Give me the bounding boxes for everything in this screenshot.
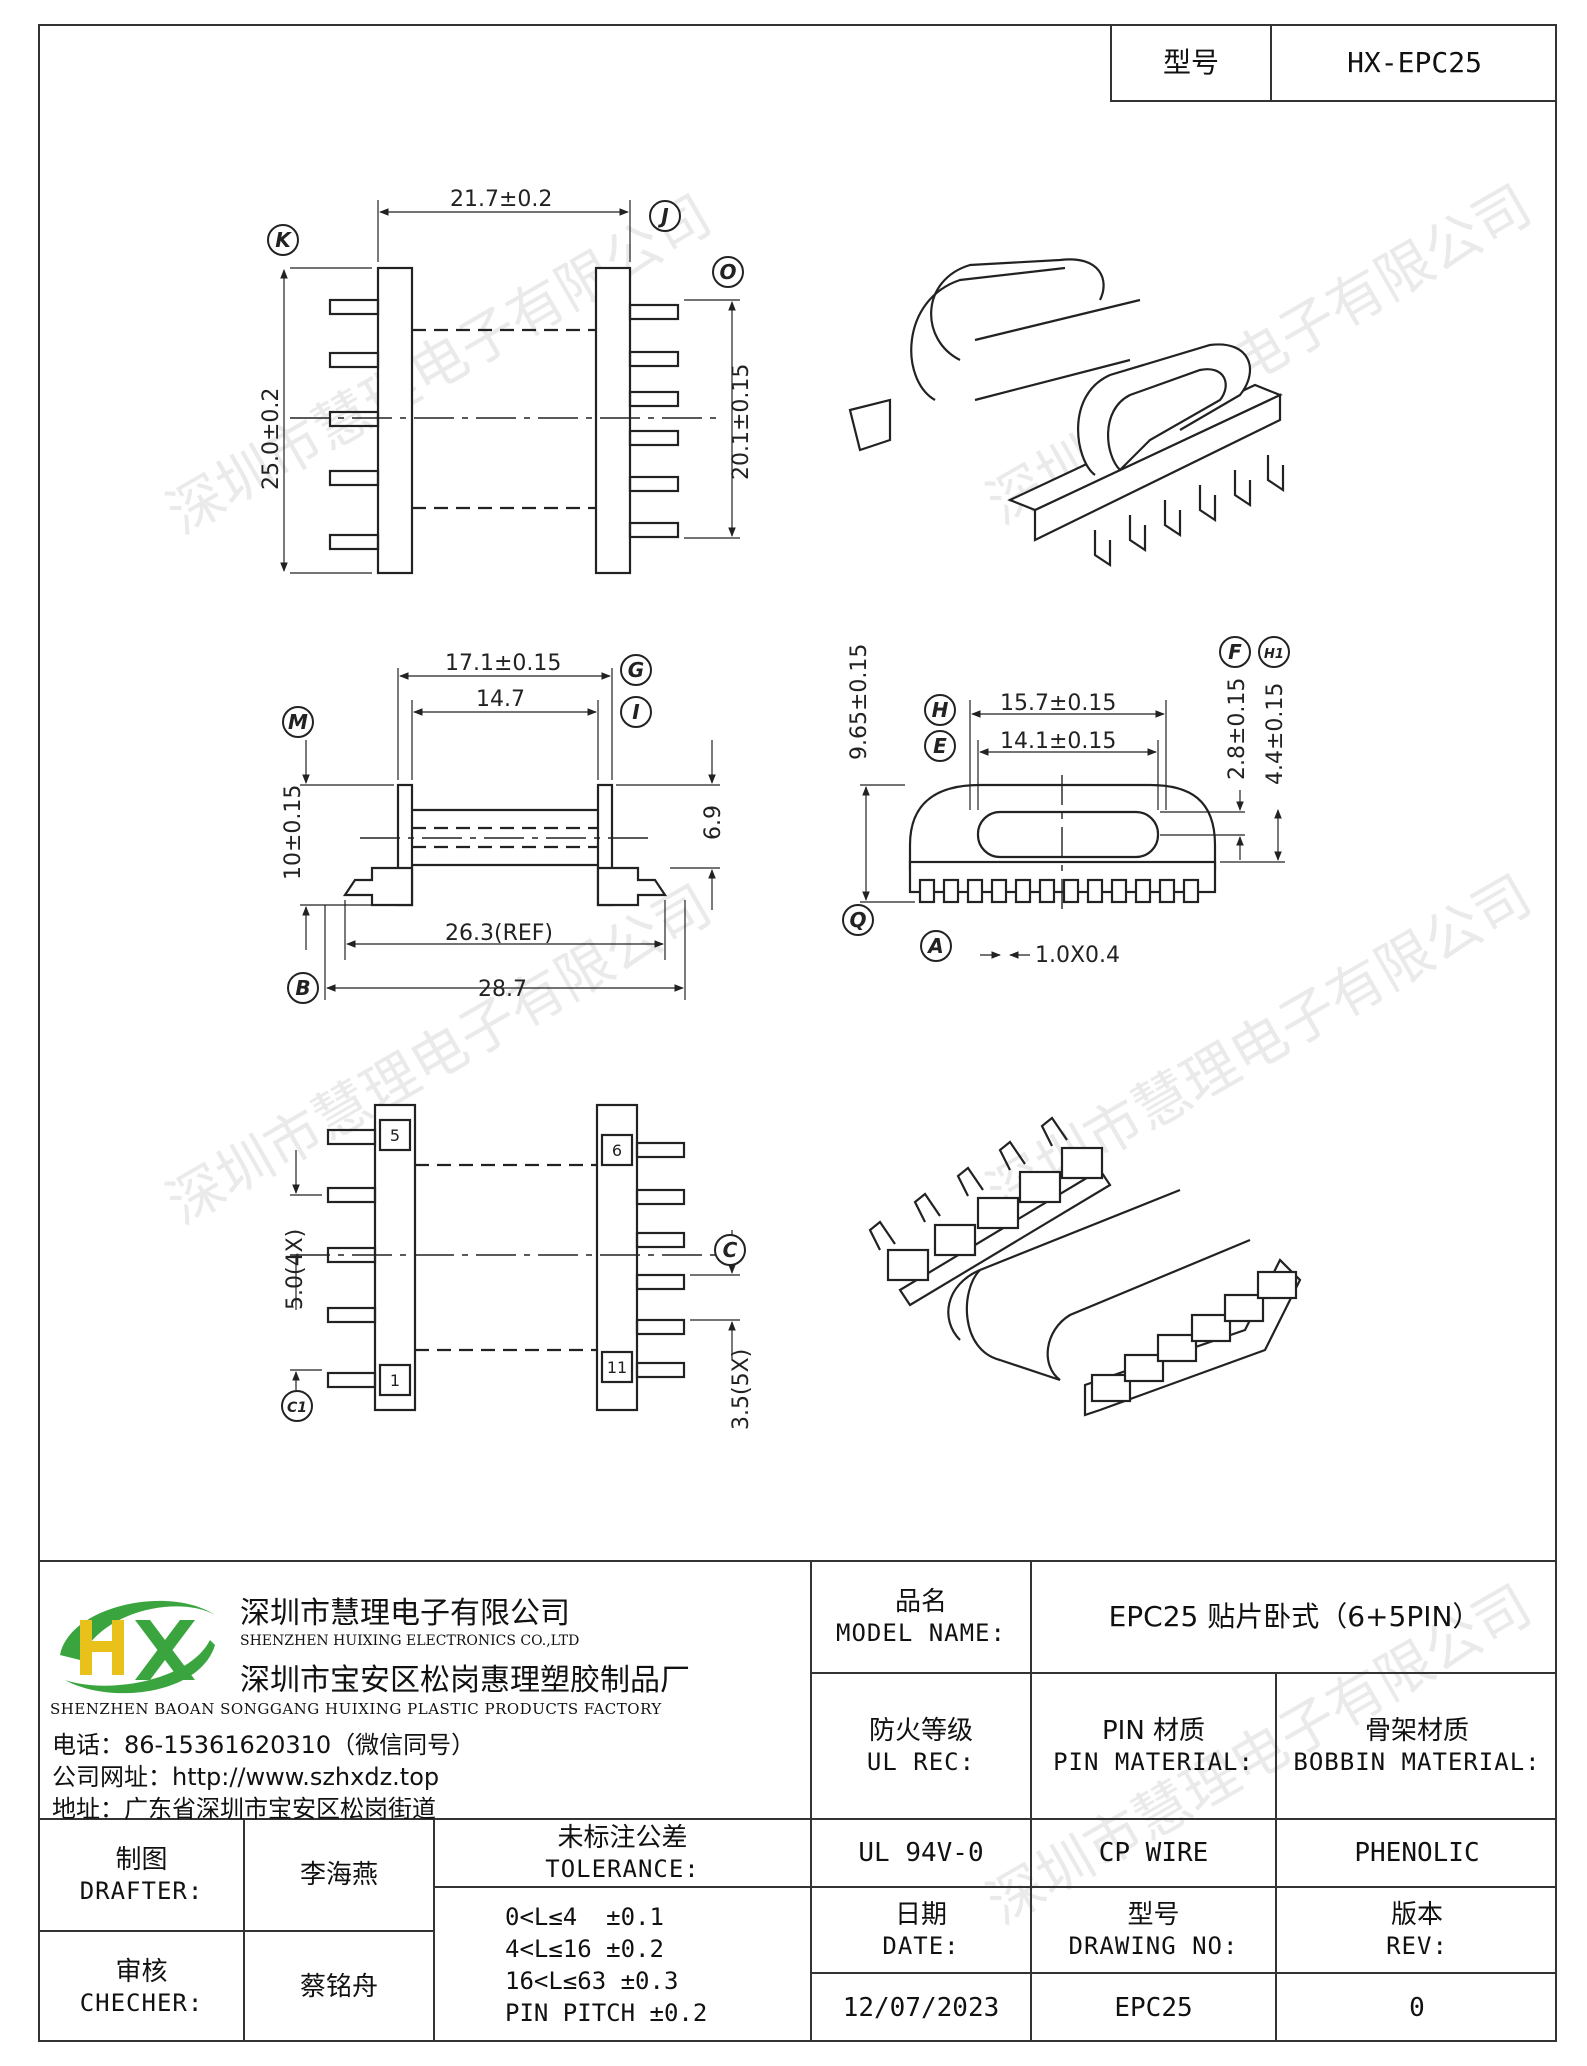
dim-pitch-left: 5.0(4X) bbox=[283, 1229, 308, 1310]
model-label: 型号 bbox=[1162, 46, 1219, 79]
dim-total-span: 28.7 bbox=[478, 977, 527, 1002]
company-name-en: SHENZHEN HUIXING ELECTRONICS CO.,LTD bbox=[240, 1633, 580, 1649]
isometric-view-top bbox=[848, 258, 1285, 568]
tolerance-line: 4<L≤16 ±0.2 bbox=[505, 1935, 664, 1963]
marker-H: H bbox=[924, 694, 956, 726]
drawing-no-value: EPC25 bbox=[1114, 1993, 1193, 2023]
model-name-value: EPC25 贴片卧式（6+5PIN） bbox=[1108, 1600, 1481, 1633]
company-address: 地址：广东省深圳市宝安区松岗街道 bbox=[52, 1795, 436, 1823]
marker-E: E bbox=[924, 730, 956, 762]
marker-K: K bbox=[267, 224, 299, 256]
svg-text:H1: H1 bbox=[1264, 647, 1284, 662]
marker-C1: C1 bbox=[281, 1390, 313, 1422]
drawing-frame bbox=[38, 24, 1557, 2042]
marker-I: I bbox=[620, 696, 652, 728]
dim-side-height: 9.65±0.15 bbox=[847, 644, 872, 760]
dim-slot-height: 2.8±0.15 bbox=[1225, 678, 1250, 780]
svg-text:I: I bbox=[632, 700, 640, 724]
svg-text:K: K bbox=[275, 228, 292, 252]
factory-name-cn: 深圳市宝安区松岗惠理塑胶制品厂 bbox=[240, 1663, 690, 1698]
dim-pin-span: 20.1±0.15 bbox=[729, 364, 754, 480]
marker-J: J bbox=[649, 200, 681, 232]
model-name-label: 品名 MODEL NAME: bbox=[836, 1587, 1006, 1647]
svg-text:F: F bbox=[1228, 640, 1242, 664]
svg-text:A: A bbox=[926, 934, 943, 958]
dim-slot-outer: 15.7±0.15 bbox=[1000, 691, 1116, 716]
pin-number-5: 5 bbox=[390, 1126, 400, 1145]
dim-height-front: 10±0.15 bbox=[281, 785, 306, 880]
pin-number-1: 1 bbox=[390, 1371, 400, 1390]
top-view-left-flange bbox=[376, 266, 414, 575]
dim-ref-span: 26.3(REF) bbox=[445, 921, 553, 946]
svg-text:C: C bbox=[723, 1238, 738, 1262]
dim-pin-height: 6.9 bbox=[701, 805, 726, 840]
svg-text:C1: C1 bbox=[287, 1400, 307, 1416]
date-value: 12/07/2023 bbox=[842, 1993, 1000, 2023]
company-name-cn: 深圳市慧理电子有限公司 bbox=[240, 1596, 570, 1631]
drafter-value: 李海燕 bbox=[299, 1860, 378, 1890]
marker-B: B bbox=[287, 972, 319, 1004]
tolerance-list: 0<L≤4 ±0.1 4<L≤16 ±0.2 16<L≤63 ±0.3 PIN … bbox=[435, 1888, 810, 2042]
pin-material-value: CP WIRE bbox=[1098, 1838, 1209, 1868]
company-website: 公司网址：http://www.szhxdz.top bbox=[52, 1763, 440, 1791]
svg-text:B: B bbox=[295, 976, 310, 1000]
rev-value: 0 bbox=[1409, 1993, 1425, 2023]
svg-text:M: M bbox=[288, 710, 308, 734]
marker-M: M bbox=[282, 706, 314, 738]
model-value: HX-EPC25 bbox=[1347, 46, 1482, 79]
marker-H1: H1 bbox=[1258, 636, 1290, 668]
pin-number-11: 11 bbox=[607, 1358, 627, 1377]
marker-Q: Q bbox=[842, 904, 874, 936]
marker-O: O bbox=[712, 256, 744, 288]
technical-drawing: 21.7±0.2 25.0±0.2 20.1±0.15 17.1±0.15 14… bbox=[259, 187, 1302, 1430]
dim-pin-section: 1.0X0.4 bbox=[1035, 943, 1120, 968]
bottom-view bbox=[290, 1103, 740, 1412]
top-view-right-pins bbox=[628, 303, 680, 539]
pin-number-6: 6 bbox=[612, 1141, 622, 1160]
isometric-view-bottom bbox=[868, 1116, 1302, 1417]
marker-C: C bbox=[714, 1234, 746, 1266]
marker-A: A bbox=[920, 930, 952, 962]
bobbin-material-value: PHENOLIC bbox=[1354, 1838, 1480, 1868]
marker-G: G bbox=[620, 654, 652, 686]
front-view bbox=[300, 668, 720, 1000]
ul-rec-value: UL 94V-0 bbox=[858, 1838, 984, 1868]
svg-text:G: G bbox=[628, 658, 644, 682]
dim-flange-inner: 14.7 bbox=[476, 687, 525, 712]
company-phone: 电话：86-15361620310（微信同号） bbox=[52, 1731, 476, 1759]
tolerance-line: 16<L≤63 ±0.3 bbox=[505, 1967, 679, 1995]
company-logo bbox=[60, 1600, 215, 1694]
svg-text:H: H bbox=[932, 698, 949, 722]
side-view bbox=[860, 700, 1285, 959]
tolerance-line: PIN PITCH ±0.2 bbox=[505, 1999, 708, 2027]
top-view-left-pins bbox=[328, 298, 380, 551]
dim-height-top: 25.0±0.2 bbox=[259, 388, 284, 490]
dim-width-top: 21.7±0.2 bbox=[450, 187, 552, 212]
dim-rim-height: 4.4±0.15 bbox=[1263, 683, 1288, 785]
dim-slot-inner: 14.1±0.15 bbox=[1000, 729, 1116, 754]
checker-value: 蔡铭舟 bbox=[299, 1972, 378, 2002]
factory-name-en: SHENZHEN BAOAN SONGGANG HUIXING PLASTIC … bbox=[50, 1700, 662, 1718]
svg-text:E: E bbox=[933, 734, 947, 758]
top-view-right-flange bbox=[594, 266, 632, 575]
tolerance-line: 0<L≤4 ±0.1 bbox=[505, 1903, 664, 1931]
svg-text:Q: Q bbox=[849, 908, 866, 932]
dim-flange-outer: 17.1±0.15 bbox=[445, 651, 561, 676]
svg-text:O: O bbox=[719, 260, 736, 284]
marker-F: F bbox=[1219, 636, 1251, 668]
dim-pitch-right: 3.5(5X) bbox=[729, 1349, 754, 1430]
